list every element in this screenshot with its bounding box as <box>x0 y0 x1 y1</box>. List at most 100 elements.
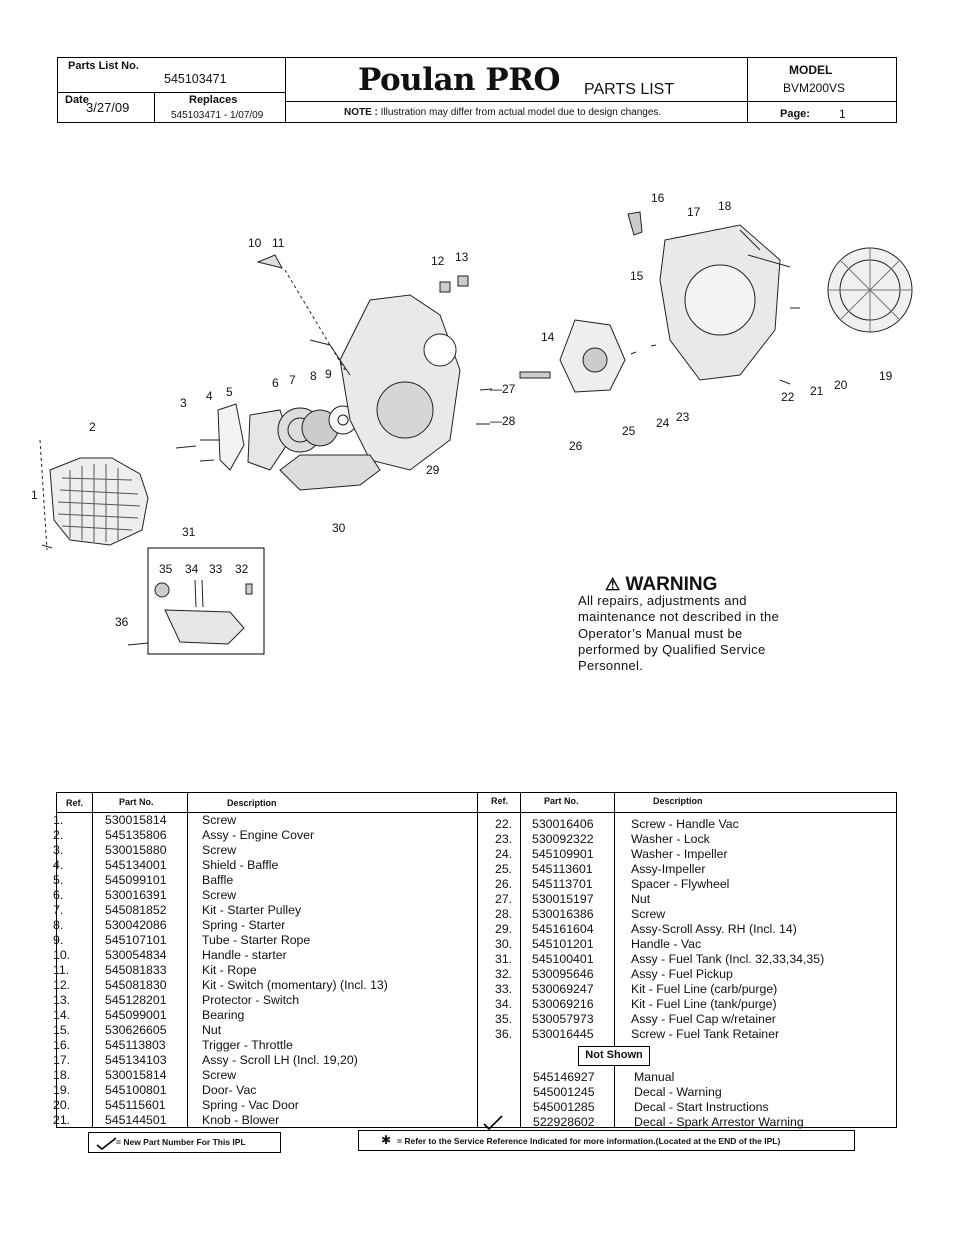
svg-text:16: 16 <box>651 191 665 205</box>
divider <box>285 101 747 102</box>
row-ref: 10. <box>53 948 71 962</box>
row-part: 545115601 <box>105 1098 166 1112</box>
svg-text:9: 9 <box>325 367 332 381</box>
row-ref: 14. <box>53 1008 71 1022</box>
spacer-illustration <box>519 371 551 379</box>
row-ref: 21. <box>53 1113 71 1127</box>
svg-text:8: 8 <box>310 369 317 383</box>
divider <box>614 793 615 1128</box>
svg-text:5: 5 <box>226 385 233 399</box>
warning-text: All repairs, adjustments and maintenance… <box>578 593 780 674</box>
row-part: 545161604 <box>532 922 594 936</box>
service-ref-legend-text: = Refer to the Service Reference Indicat… <box>397 1136 781 1146</box>
row-part: 530054834 <box>105 948 167 962</box>
row-desc: Handle - starter <box>202 948 287 962</box>
row-desc: Nut <box>202 1023 222 1037</box>
row-ref: 29. <box>495 922 513 936</box>
row-part: 530016391 <box>105 888 167 902</box>
header-box: Parts List No. 545103471 Date 3/27/09 Re… <box>57 57 897 123</box>
not-shown-desc: Manual <box>634 1070 675 1084</box>
row-ref: 27. <box>495 892 513 906</box>
row-part: 545109901 <box>532 847 594 861</box>
starter-handle-illustration <box>256 254 283 269</box>
parts-list-no: 545103471 <box>164 72 227 86</box>
divider <box>477 812 896 813</box>
fuel-tank-inset-box <box>147 547 265 655</box>
row-desc: Spring - Starter <box>202 918 286 932</box>
fuel-tank-illustration <box>164 609 245 645</box>
svg-text:7: 7 <box>289 373 296 387</box>
svg-text:20: 20 <box>834 378 848 392</box>
row-ref: 28. <box>495 907 513 921</box>
engine-cover-illustration <box>39 439 149 551</box>
not-shown-part: 545001285 <box>533 1100 595 1114</box>
col-header-description: Description <box>653 796 703 806</box>
row-ref: 25. <box>495 862 513 876</box>
row-desc: Kit - Fuel Line (carb/purge) <box>631 982 778 996</box>
row-desc: Kit - Switch (momentary) (Incl. 13) <box>202 978 388 992</box>
row-desc: Kit - Starter Pulley <box>202 903 302 917</box>
row-part: 545081830 <box>105 978 167 992</box>
callout-labels: 1 2 3 4 5 6 7 8 9 10 11 12 13 14 15 16 1… <box>31 191 893 629</box>
note-text: Illustration may differ from actual mode… <box>380 107 662 118</box>
svg-text:—28: —28 <box>490 414 516 428</box>
new-part-legend: = New Part Number For This IPL <box>88 1132 281 1153</box>
date-label: Date <box>65 94 89 106</box>
row-ref: 7. <box>53 903 64 917</box>
row-desc: Assy - Fuel Pickup <box>631 967 733 981</box>
svg-text:32: 32 <box>235 562 249 576</box>
row-desc: Assy - Fuel Tank (Incl. 32,33,34,35) <box>631 952 825 966</box>
svg-text:22: 22 <box>781 390 795 404</box>
row-ref: 9. <box>53 933 64 947</box>
row-part: 545101201 <box>532 937 594 951</box>
row-ref: 3. <box>53 843 64 857</box>
row-desc: Shield - Baffle <box>202 858 279 872</box>
divider <box>477 793 478 1128</box>
parts-table: Ref. Part No. Description Ref. Part No. … <box>53 792 897 1130</box>
row-part: 545113701 <box>532 877 593 891</box>
svg-text:21: 21 <box>810 384 824 398</box>
trigger-illustration <box>627 211 643 236</box>
svg-text:10: 10 <box>248 236 262 250</box>
divider <box>187 793 188 1128</box>
row-desc: Assy - Engine Cover <box>202 828 315 842</box>
row-desc: Screw <box>202 1068 237 1082</box>
row-part: 530069216 <box>532 997 594 1011</box>
svg-text:14: 14 <box>541 330 555 344</box>
divider <box>520 793 521 1128</box>
row-desc: Assy-Impeller <box>631 862 706 876</box>
row-ref: 16. <box>53 1038 71 1052</box>
row-part: 530092322 <box>532 832 594 846</box>
divider <box>58 92 154 93</box>
new-part-legend-text: = New Part Number For This IPL <box>116 1137 246 1147</box>
row-part: 530015880 <box>105 843 167 857</box>
row-ref: 8. <box>53 918 64 932</box>
row-ref: 6. <box>53 888 64 902</box>
row-ref: 13. <box>53 993 71 1007</box>
fuel-cap-illustration <box>154 582 170 598</box>
row-ref: 24. <box>495 847 513 861</box>
row-part: 530069247 <box>532 982 594 996</box>
row-part: 530042086 <box>105 918 167 932</box>
svg-text:24: 24 <box>656 416 670 430</box>
model-label: MODEL <box>789 63 833 77</box>
not-shown-part: 522928602 <box>533 1115 595 1129</box>
row-ref: 1. <box>53 813 64 827</box>
row-desc: Trigger - Throttle <box>202 1038 293 1052</box>
row-part: 530016406 <box>532 817 594 831</box>
divider <box>154 92 155 123</box>
row-part: 545081852 <box>105 903 167 917</box>
row-desc: Door- Vac <box>202 1083 257 1097</box>
svg-text:23: 23 <box>676 410 690 424</box>
row-desc: Spacer - Flywheel <box>631 877 730 891</box>
row-desc: Assy - Fuel Cap w/retainer <box>631 1012 776 1026</box>
row-ref: 19. <box>53 1083 71 1097</box>
row-ref: 4. <box>53 858 64 872</box>
replaces-value: 545103471 - 1/07/09 <box>171 110 264 121</box>
row-part: 530016445 <box>532 1027 594 1041</box>
row-ref: 15. <box>53 1023 71 1037</box>
svg-text:17: 17 <box>687 205 701 219</box>
svg-text:1: 1 <box>31 488 38 502</box>
row-desc: Kit - Fuel Line (tank/purge) <box>631 997 777 1011</box>
col-header-ref: Ref. <box>491 796 509 806</box>
